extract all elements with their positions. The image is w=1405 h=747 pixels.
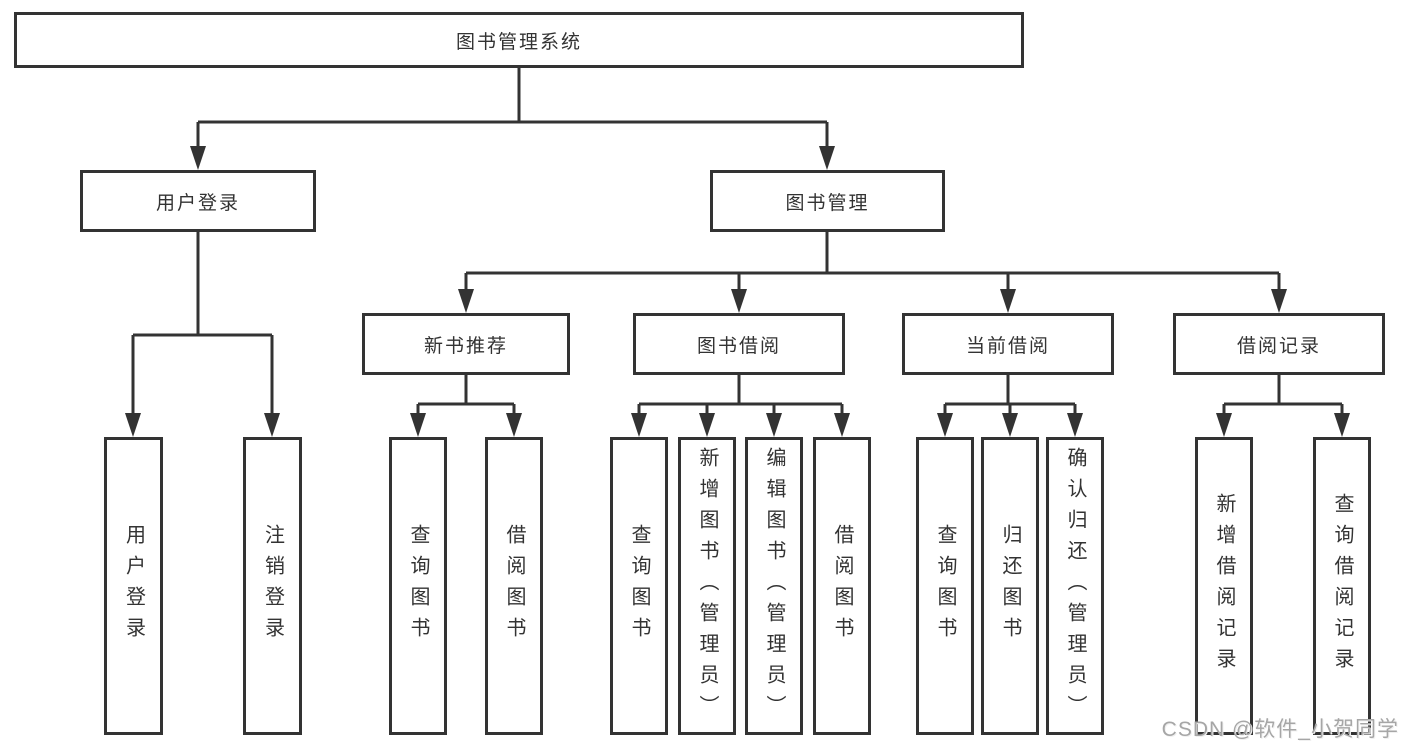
leaf-logout: 注销登录 [243, 437, 302, 735]
node-label: 用户登录 [122, 524, 145, 648]
connector-current-borrow-split [943, 375, 1077, 415]
leaf-query-books-1: 查询图书 [389, 437, 447, 735]
node-current-borrowing: 当前借阅 [902, 313, 1114, 375]
csdn-watermark: CSDN @软件_小贺同学 [1161, 718, 1399, 741]
node-label: 借阅图书 [831, 524, 853, 648]
node-label: 查询图书 [934, 524, 956, 648]
node-label: 新书推荐 [423, 335, 508, 357]
arrowheads-leaves [410, 413, 1350, 437]
node-label: 当前借阅 [965, 335, 1050, 357]
leaf-confirm-return-admin: 确认归还（管理员） [1046, 437, 1104, 735]
leaf-query-borrow-record: 查询借阅记录 [1313, 437, 1371, 735]
arrowheads-user-login [125, 413, 280, 437]
node-label: 用户登录 [155, 192, 240, 214]
node-label: 借阅记录 [1236, 335, 1321, 357]
node-label: 借阅图书 [503, 524, 525, 648]
node-label: 归还图书 [999, 524, 1021, 648]
node-label: 注销登录 [261, 524, 284, 648]
node-library-management-system: 图书管理系统 [14, 12, 1024, 68]
leaf-edit-book-admin: 编辑图书（管理员） [745, 437, 803, 735]
connector-root-to-level2 [196, 68, 829, 148]
connector-book-mgmt-split [464, 232, 1281, 291]
node-label: 查询借阅记录 [1331, 493, 1353, 679]
node-borrowing-records: 借阅记录 [1173, 313, 1385, 375]
leaf-borrow-books-1: 借阅图书 [485, 437, 543, 735]
leaf-return-book: 归还图书 [981, 437, 1039, 735]
node-label: 新增图书（管理员） [696, 446, 718, 726]
node-label: 图书管理 [785, 192, 870, 214]
node-label: 查询图书 [407, 524, 429, 648]
node-book-borrowing: 图书借阅 [633, 313, 845, 375]
node-label: 图书管理系统 [455, 31, 582, 53]
node-label: 新增借阅记录 [1213, 493, 1235, 679]
node-label: 图书借阅 [696, 335, 781, 357]
arrowheads-level2 [190, 146, 835, 170]
connector-user-login-split [131, 232, 274, 415]
node-label: 查询图书 [628, 524, 650, 648]
node-label: 编辑图书（管理员） [763, 446, 785, 726]
leaf-add-book-admin: 新增图书（管理员） [678, 437, 736, 735]
leaf-query-books-3: 查询图书 [916, 437, 974, 735]
connector-book-borrow-split [637, 375, 844, 415]
leaf-add-borrow-record: 新增借阅记录 [1195, 437, 1253, 735]
leaf-borrow-books-2: 借阅图书 [813, 437, 871, 735]
leaf-user-login: 用户登录 [104, 437, 163, 735]
node-user-login-branch: 用户登录 [80, 170, 316, 232]
node-new-book-recommendation: 新书推荐 [362, 313, 570, 375]
leaf-query-books-2: 查询图书 [610, 437, 668, 735]
arrowheads-level3 [458, 289, 1287, 313]
node-book-management-branch: 图书管理 [710, 170, 945, 232]
connector-new-books-split [416, 375, 516, 415]
node-label: 确认归还（管理员） [1064, 446, 1086, 726]
connector-records-split [1222, 375, 1344, 415]
